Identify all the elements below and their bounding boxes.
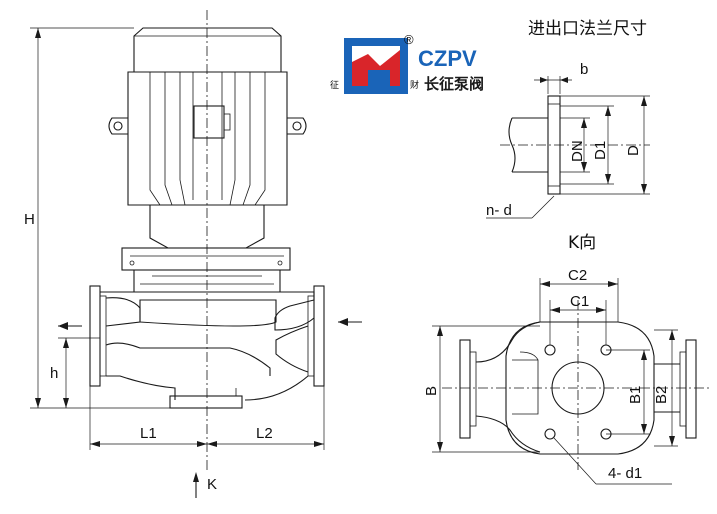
label-L2: L2 (256, 425, 273, 442)
outlet-arrow (338, 318, 362, 326)
label-B: B (423, 386, 440, 396)
brand-chinese-name: 长征泵阀 (424, 75, 484, 93)
label-b: b (580, 61, 588, 78)
label-K: K (207, 476, 217, 493)
inlet-flange (89, 285, 101, 387)
label-D: D (625, 145, 642, 156)
label-4-d1: 4- d1 (608, 465, 642, 482)
logo-side-right: 财 (410, 79, 419, 91)
label-L1: L1 (140, 425, 157, 442)
k-outlet-flange (685, 339, 697, 439)
k-inlet-flange (459, 339, 471, 439)
view-arrow-K: K (193, 472, 217, 498)
k-view: K向 C2 C1 (423, 233, 712, 485)
motor-cap (133, 27, 282, 73)
label-D1: D1 (592, 141, 609, 160)
motor-body (127, 71, 288, 206)
label-n-d: n- d (486, 202, 512, 219)
logo-side-left: 征 (330, 80, 339, 91)
lifting-ear-right (287, 117, 307, 135)
dim-H: H (24, 27, 170, 409)
k-view-title: K向 (568, 233, 596, 253)
k-suction-opening (551, 361, 605, 415)
bolt-hole-tl (544, 344, 556, 356)
label-C1: C1 (570, 293, 589, 310)
flange-pipe (512, 117, 548, 173)
flange-detail: 进出口法兰尺寸 b DN D1 D n- (486, 19, 650, 219)
bracket-flange (121, 247, 291, 271)
brand-name: CZPV (418, 46, 477, 71)
label-h: h (50, 365, 58, 382)
k-base-plate (505, 321, 655, 455)
base-foot (169, 395, 243, 409)
label-DN: DN (569, 140, 586, 162)
motor-fins (149, 72, 266, 206)
label-B2: B2 (653, 386, 670, 404)
inlet-arrow (58, 322, 82, 330)
label-B1: B1 (627, 386, 644, 404)
registered-mark: ® (404, 32, 414, 47)
label-H: H (24, 211, 35, 228)
brand-logo: ® CZPV 长征泵阀 征 财 (330, 32, 484, 94)
bolt-hole-bl (544, 428, 556, 440)
impeller-cover (139, 299, 277, 327)
terminal-box (193, 105, 225, 139)
lifting-ear-left (108, 117, 128, 135)
flange-title: 进出口法兰尺寸 (528, 19, 647, 39)
outlet-flange (313, 285, 325, 387)
pump-casing-top (100, 291, 315, 331)
front-view: H h L1 L2 K (24, 10, 362, 498)
dim-h: h (50, 337, 100, 408)
label-C2: C2 (568, 267, 587, 284)
dim-L1-L2: L1 L2 (89, 386, 325, 450)
